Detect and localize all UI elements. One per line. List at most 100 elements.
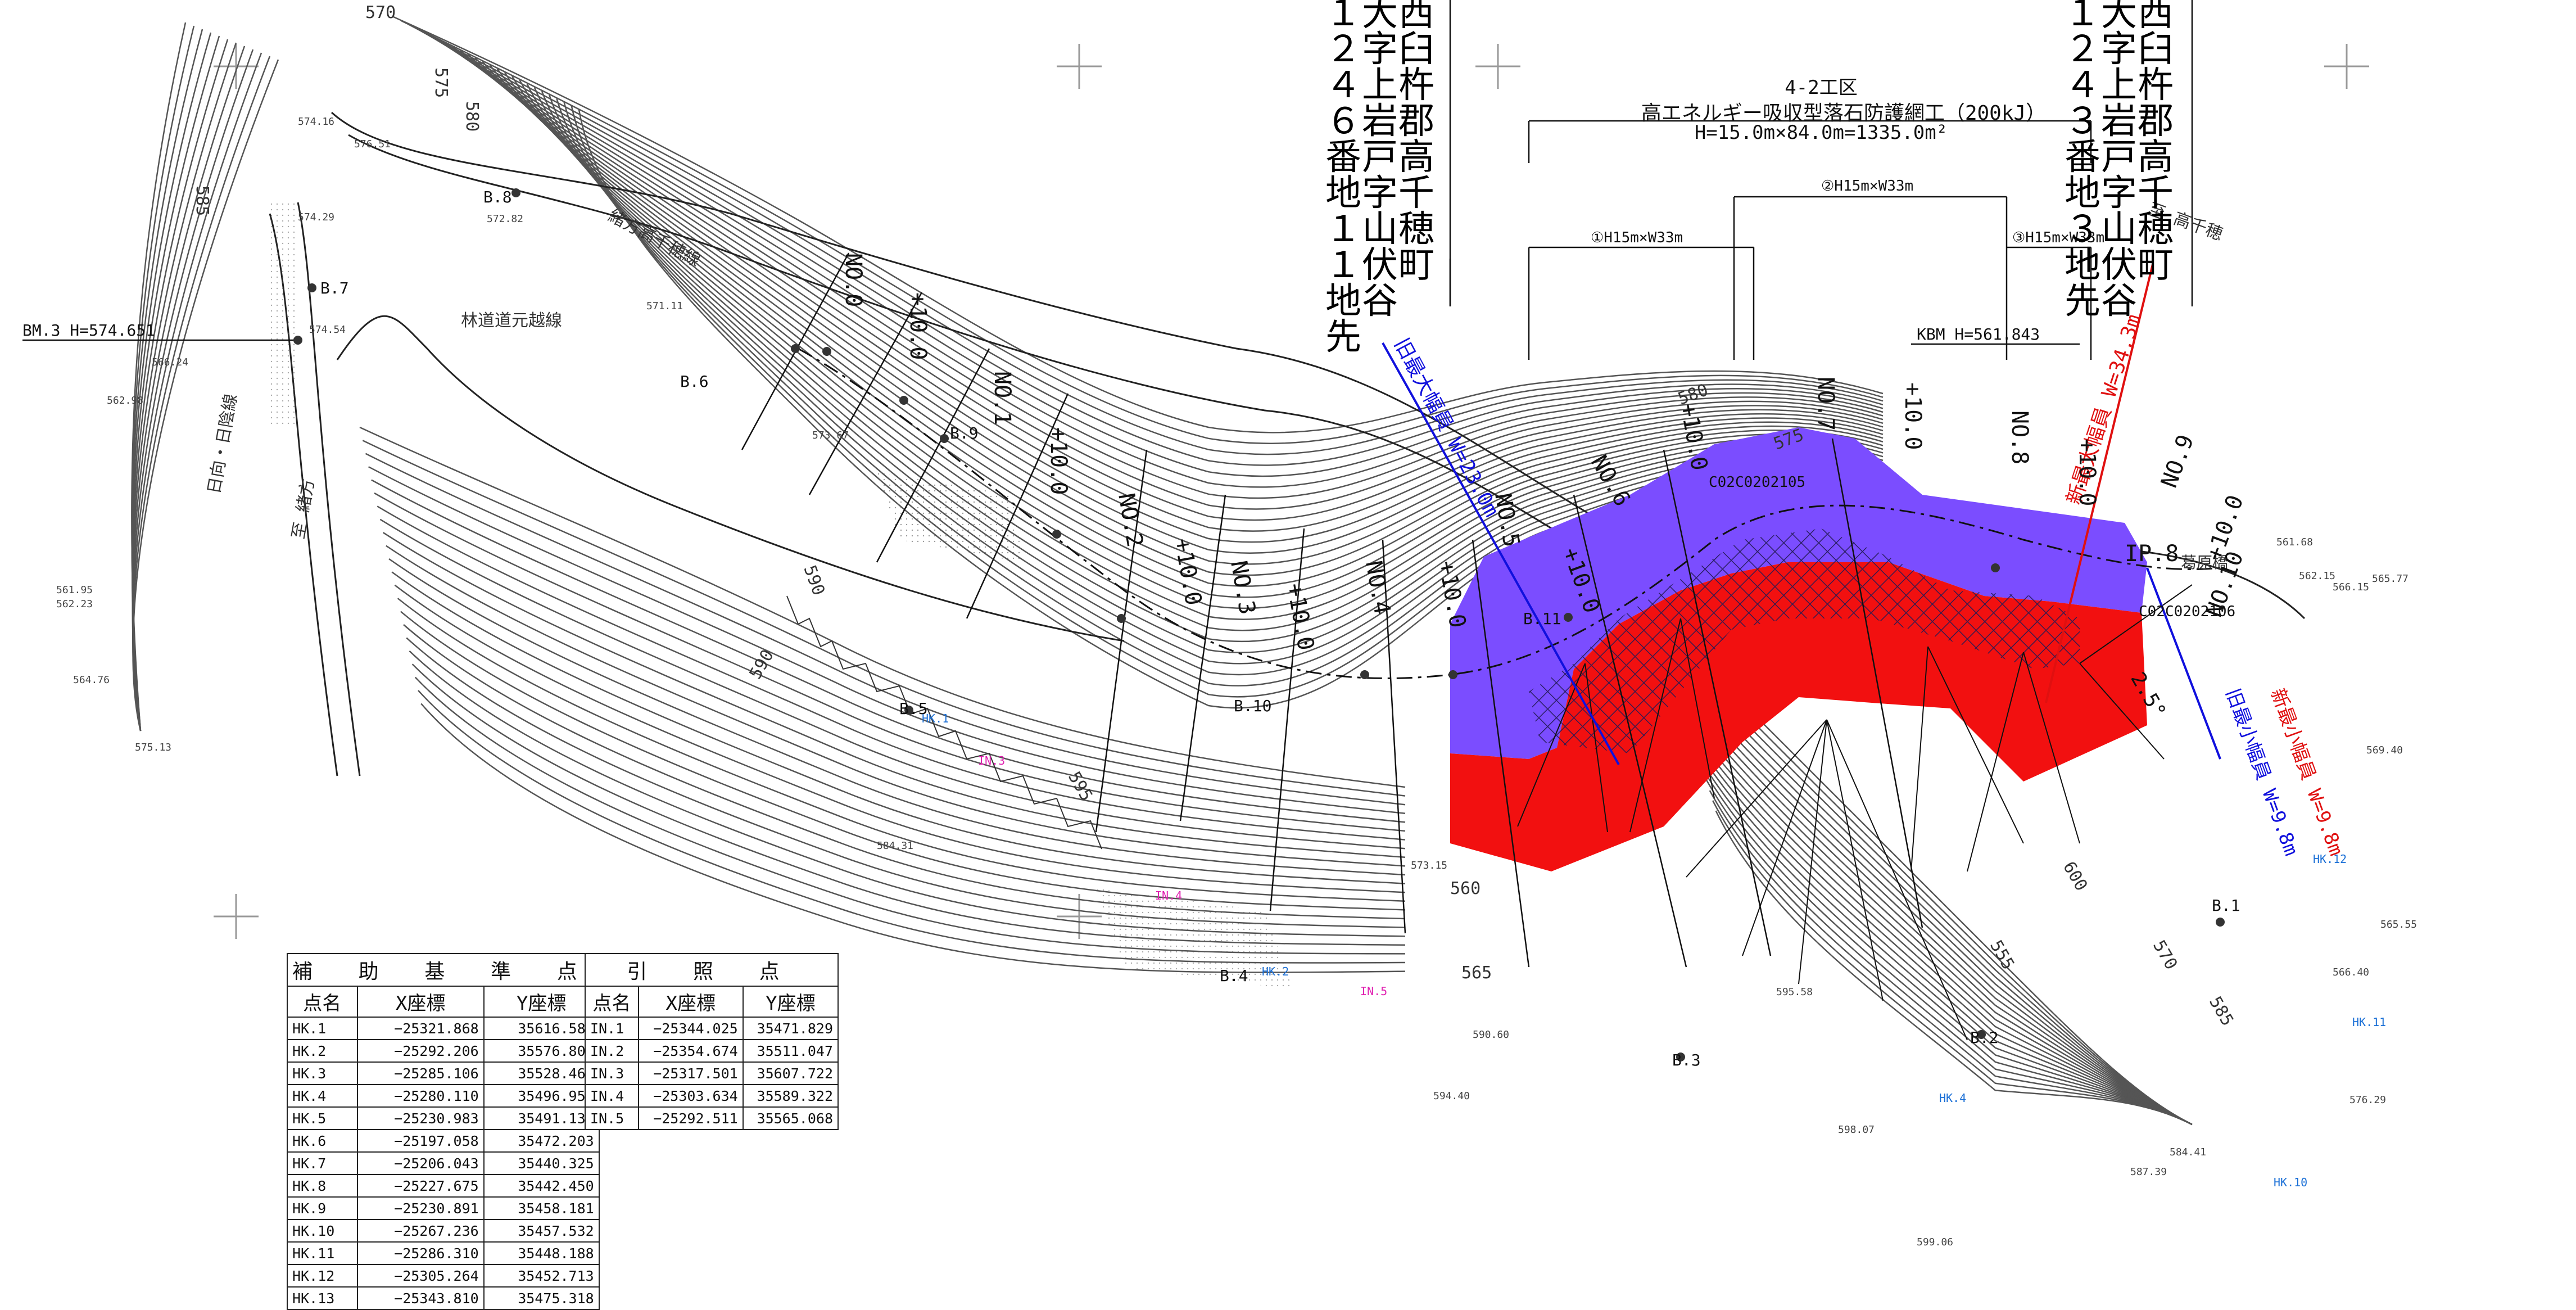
contour-label: 565 [1461,963,1492,983]
address-char: 字 [2101,173,2137,214]
address-char: 杵 [2138,65,2174,106]
address-char: 西 [1398,0,1434,34]
contour-label: 570 [2149,937,2181,973]
station-label: NO.9 [2156,431,2199,491]
contour-line [1697,749,2193,1126]
kuzuhara-label: 葛原橋 [2181,553,2228,572]
contour-line [541,91,1884,653]
contour-line [377,505,1406,841]
contour-line [1678,689,2193,1126]
spot-elevation: 562.98 [107,395,143,406]
address-char: ４ [2065,65,2100,106]
bm3-label: BM.3 H=574.651 [22,321,155,340]
to-ogata-label: 至 緒方 [288,477,318,540]
y-coordinate-cell: 35475.318 [483,1286,600,1310]
x-coordinate-cell: −25206.043 [356,1151,485,1175]
station-line [1269,528,1305,911]
spot-elevation: 584.41 [2170,1146,2206,1158]
contour-line [1703,770,2193,1126]
address-char: 伏 [1362,245,1398,286]
road-rindo-label: 林道道元越線 [461,311,562,331]
y-coordinate-cell: 35491.131 [483,1106,600,1130]
station-label: NO.4 [1360,559,1395,617]
x-coordinate-cell: −25303.634 [637,1084,744,1108]
address-char: 先 [1325,317,1361,358]
station-label: +10.0 [905,292,931,360]
address-char: 地 [1325,281,1361,322]
contour-line [519,79,1884,620]
contour-line [391,571,1406,884]
contour-line [482,61,1884,565]
contour-line [474,57,1884,554]
address-left-col2: 大字上岩戸字山伏谷 [1360,0,1400,319]
contour-line [371,479,1406,823]
hk-point-label: HK.4 [1939,1091,1966,1105]
spot-elevation: 566.40 [2333,966,2369,978]
station-line [1663,449,1772,956]
y-coordinate-cell: 35496.950 [483,1084,600,1108]
centerline [798,347,2221,679]
station-label: NO.0 [840,253,866,307]
station-line [876,348,990,563]
point-name-cell: HK.8 [287,1174,358,1198]
work-name: 高エネルギー吸収型落石防護網工（200kJ） [1641,102,2047,125]
y-coordinate-cell: 35511.047 [742,1039,839,1063]
contour-line [1709,790,2193,1126]
contour-label: 585 [2205,993,2237,1029]
contour-line [549,94,1884,665]
contour-line [132,56,271,731]
aux-header-x: X座標 [356,986,485,1018]
contour-line [132,39,229,731]
b-point-label: B.1 [2212,896,2240,915]
y-coordinate-cell: 35448.188 [483,1241,600,1265]
aux-header-y: Y座標 [483,986,600,1018]
spot-elevation: 564.76 [73,674,110,686]
contour-line [365,453,1406,806]
aux-header-name: 点名 [287,986,358,1018]
x-coordinate-cell: −25343.810 [356,1286,485,1310]
station-line [1179,494,1226,821]
b-point-label: B.9 [950,424,979,442]
hk-point-label: HK.1 [922,712,949,725]
address-char: 郡 [1398,101,1434,142]
contour-line [368,466,1406,815]
contour-line [362,440,1406,797]
spot-elevation: 576.51 [354,138,391,150]
address-right-col1: 西臼杵郡高千穂町 [2136,0,2175,283]
address-char: 谷 [2101,281,2137,322]
work-sub1: ①H15m×W33m [1591,229,1683,246]
benchmark-marker [1360,670,1369,679]
b-point-label: B.6 [680,372,709,391]
code2-label: C02C0202106 [2139,603,2235,620]
station-line [1382,539,1406,934]
contour-label: 580 [462,101,482,132]
purple-area [1450,427,2147,759]
contour-label: 595 [1064,769,1096,805]
in-point-label: IN.5 [1360,984,1387,998]
x-coordinate-cell: −25344.025 [637,1017,744,1040]
address-char: 西 [2138,0,2174,34]
point-name-cell: IN.4 [585,1084,639,1108]
point-name-cell: HK.7 [287,1151,358,1175]
contour-label: 555 [1986,937,2018,973]
station-label: +10.0 [1900,382,1926,450]
contour-line [1694,739,2193,1126]
point-name-cell: HK.11 [287,1241,358,1265]
station-line [1573,494,1687,968]
spot-elevation: 590.60 [1473,1029,1509,1041]
address-char: 臼 [2138,29,2174,70]
work-size: H=15.0m×84.0m=1335.0m² [1694,121,1948,144]
retaining-wall [786,595,1102,850]
station-line [966,393,1069,619]
address-char: 伏 [2101,245,2137,286]
address-char: 字 [2101,29,2137,70]
contour-line [1715,810,2193,1126]
